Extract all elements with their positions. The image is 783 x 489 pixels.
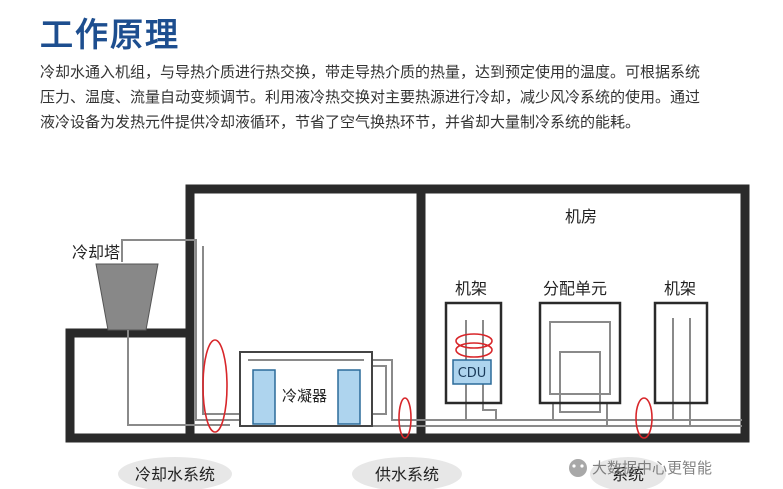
- pipe-tower-return: [127, 330, 230, 426]
- condenser-outline: [239, 351, 373, 427]
- cdu-label: CDU: [458, 366, 487, 381]
- outer-building-wall: [185, 184, 750, 443]
- rack-right-frame: [654, 302, 708, 404]
- pipe-condenser-right-loop: [372, 365, 387, 415]
- watermark-text: 大数据中心更智能: [592, 459, 712, 477]
- rack-left-outline: [444, 301, 503, 405]
- description-line-1: 冷却水通入机组，与导热介质进行热交换，带走导热介质的热量，达到预定使用的温度。可…: [40, 63, 701, 81]
- rack-left-label: 机架: [455, 279, 487, 298]
- supply-water-system-label: 供水系统: [375, 465, 439, 484]
- highlight-oval-tower-pipes: [202, 339, 228, 433]
- highlight-oval-cdu-2: [455, 342, 493, 358]
- machine-room-label: 机房: [565, 207, 597, 226]
- highlight-oval-cdu: [455, 333, 493, 349]
- distribution-unit-inner-2: [559, 351, 601, 413]
- condenser-exchanger-left: [252, 369, 276, 425]
- cooling-tower-label: 冷却塔: [72, 243, 120, 262]
- description: 冷却水通入机组，与导热介质进行热交换，带走导热介质的热量，达到预定使用的温度。可…: [40, 60, 770, 135]
- description-line-2: 压力、温度、流量自动变频调节。利用液冷热交换对主要热源进行冷却，减少风冷系统的使…: [40, 88, 701, 106]
- pipe-tower-outer: [121, 239, 240, 421]
- distribution-unit-label: 分配单元: [543, 279, 607, 298]
- condenser-exchanger-right: [337, 369, 361, 425]
- rack-right-label: 机架: [664, 279, 696, 298]
- condenser-label: 冷凝器: [282, 387, 327, 405]
- highlight-ovals: [202, 333, 653, 439]
- pipe-supply-main: [372, 359, 742, 421]
- third-system-label: 系统: [612, 465, 644, 484]
- description-line-3: 液冷设备为发热元件提供冷却液循环，节省了空气换热环节，并省却大量制冷系统的能耗。: [40, 113, 641, 131]
- highlight-oval-supply-pipes: [398, 397, 412, 439]
- cooling-water-system-oval: [118, 457, 232, 489]
- cdu-box: [452, 359, 492, 385]
- watermark: 大数据中心更智能: [569, 459, 712, 477]
- building-walls: [65, 184, 750, 443]
- cooling-tower-icon: [95, 263, 159, 331]
- supply-water-system-oval: [352, 457, 462, 489]
- tower-base-block: [65, 328, 195, 443]
- rack-left-frame: [445, 302, 502, 404]
- highlight-oval-rack-pipes: [635, 397, 653, 439]
- distribution-unit-outline: [538, 301, 622, 405]
- third-system-oval: [590, 457, 666, 489]
- pipes: [121, 239, 742, 427]
- cooling-water-system-label: 冷却水系统: [135, 465, 215, 484]
- wechat-icon: [569, 459, 587, 477]
- rack-right-outline: [653, 301, 709, 405]
- pipe-tower-inner: [202, 246, 240, 415]
- distribution-unit-inner-1: [549, 321, 611, 395]
- page-title: 工作原理: [40, 15, 180, 54]
- equipment-outlines: [239, 301, 709, 427]
